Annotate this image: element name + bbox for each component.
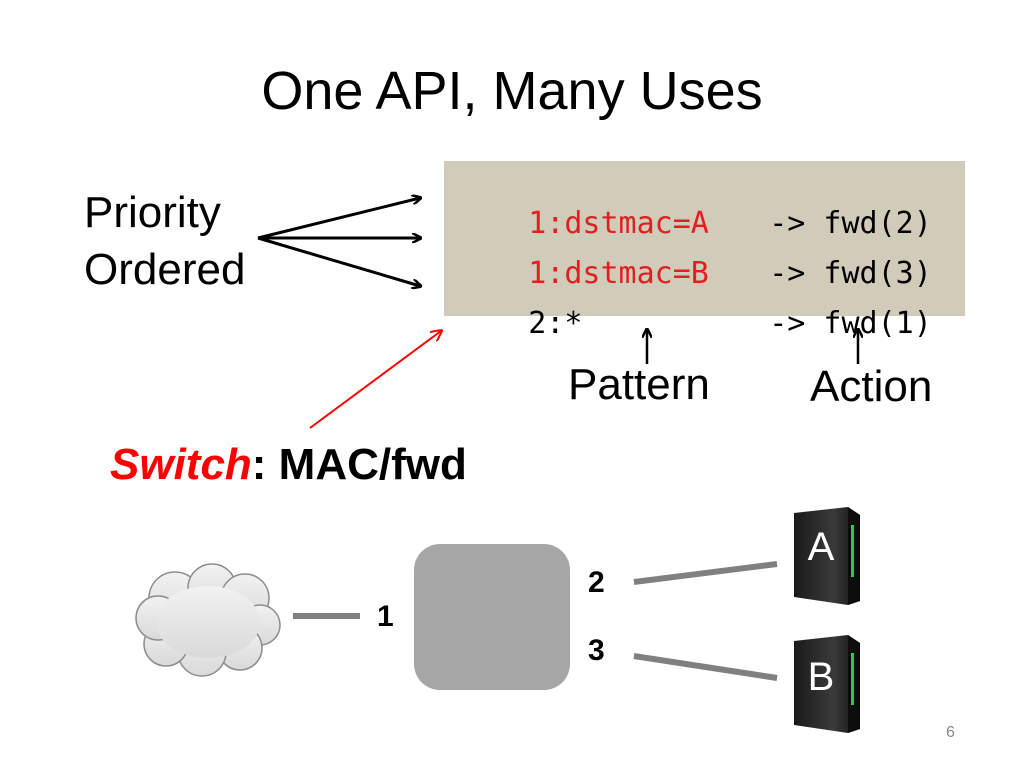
rule-pattern: 2:* (528, 306, 583, 341)
page-number: 6 (946, 724, 955, 741)
priority-line-2: Ordered (84, 245, 246, 294)
rule-action: -> fwd(2) (769, 206, 932, 241)
priority-arrow-rule-1 (257, 198, 420, 240)
server-host-b-icon: B (790, 633, 862, 733)
flow-rule-2: 1:dstmac=B -> fwd(3) (456, 223, 932, 325)
port-label-2: 2 (588, 566, 605, 599)
switch-caption-emphasis: Switch (110, 440, 252, 489)
link-switch-host-a (633, 561, 778, 585)
flow-table: 1:dstmac=A-> fwd(2) 1:dstmac=B-> fwd(3) … (444, 161, 965, 341)
server-host-a-icon: A (790, 505, 862, 605)
slide-title: One API, Many Uses (261, 61, 763, 121)
priority-line-1: Priority (84, 188, 221, 237)
action-label: Action (810, 362, 933, 411)
switch-caption: Switch: MAC/fwd (110, 440, 467, 490)
link-switch-host-b (633, 653, 778, 681)
host-a-label: A (807, 525, 835, 569)
port-label-1: 1 (377, 600, 394, 633)
host-b-label: B (807, 655, 835, 699)
rule-action: -> fwd(3) (769, 256, 932, 291)
flow-rule-3: 2:* -> fwd(1) (456, 273, 932, 375)
rule-pattern: 1:dstmac=A (528, 206, 709, 241)
switch-node (414, 544, 570, 690)
cloud-icon (135, 563, 281, 677)
priority-arrow-rule-3 (257, 236, 420, 286)
flow-rule-1: 1:dstmac=A -> fwd(2) (456, 173, 932, 275)
port-label-3: 3 (588, 634, 605, 667)
switch-caption-rest: : MAC/fwd (251, 440, 467, 489)
rule-pattern: 1:dstmac=B (528, 256, 709, 291)
pattern-label: Pattern (568, 360, 710, 409)
rule-action: -> fwd(1) (769, 306, 932, 341)
switch-to-table-arrow (309, 331, 441, 429)
priority-ordered-label: Priority Ordered (84, 184, 245, 298)
